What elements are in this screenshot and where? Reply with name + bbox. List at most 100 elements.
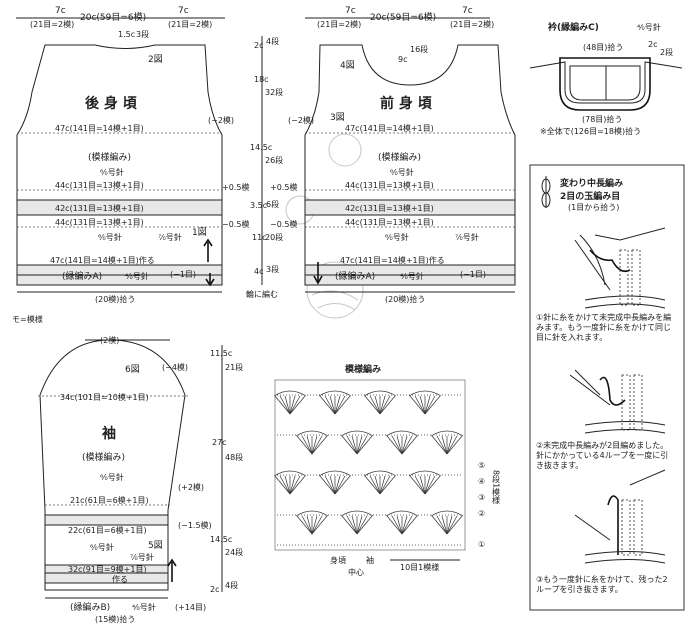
stitch-illustration-3 — [574, 469, 666, 564]
back-row-2: 44c(131目=13模+1目) — [55, 180, 144, 190]
dim-3-rows: 26段 — [265, 155, 283, 165]
stitch-instruction-panel: 変わり中長編み 2目の玉編み目 (1目から拾う) ①針に糸をかけて未完成中長編み… — [529, 164, 685, 611]
back-body: 7c (21目=2模) 20c(59目=6模) 7c (21目=2模) 1.5c… — [16, 6, 234, 304]
front-hook-2: ⁶⁄₀号針 — [385, 232, 409, 242]
fan-motif — [363, 470, 397, 495]
chart-row-1: ① — [478, 540, 485, 549]
sleeve: (2模) 6図 (−4模) 34c(101目=10模+1目) 袖 (模様編み) … — [38, 335, 243, 624]
dim-1-rows: 4段 — [266, 36, 279, 46]
sleeve-title: 袖 — [102, 425, 116, 442]
collar-hook: ⁴⁄₀号針 — [637, 22, 661, 32]
back-row-1: 47c(141目=14模+1目) — [55, 123, 144, 133]
dim-2: 18c — [254, 75, 269, 84]
stitch-title-2: 2目の玉編み目 — [560, 190, 620, 202]
back-row-4: 44c(131目=13模+1目) — [55, 217, 144, 227]
dim-1: 2c — [254, 41, 264, 50]
fan-motif — [273, 470, 307, 495]
sleeve-row-1: 34c(101目=10模+1目) — [60, 392, 149, 402]
front-row-3: 42c(131目=13模+1目) — [345, 203, 434, 213]
back-minus-one: (−1目) — [170, 270, 196, 279]
back-edge: (縁編みA) — [62, 270, 102, 282]
front-title: 前 身 頃 — [380, 95, 433, 112]
back-title: 後 身 頃 — [85, 95, 138, 112]
sleeve-row-2: 21c(61目=6模+1目) — [70, 495, 149, 505]
collar-diagram: 衿(縁編みC) ⁴⁄₀号針 (48目)拾う 2c 2段 (78目)拾う ※全体で… — [529, 21, 683, 136]
back-pattern: (模様編み) — [88, 151, 131, 163]
front-pickup: (20模)拾う — [385, 294, 425, 304]
legend-note: モ=模様 — [12, 314, 43, 324]
loop-icon — [541, 176, 551, 208]
back-top-left-width: 7c — [55, 6, 66, 16]
sleeve-hook-3: ⁷⁄₀号針 — [130, 552, 154, 562]
collar-side-rows: 2段 — [660, 47, 673, 57]
front-neck: 9c — [398, 55, 408, 64]
sleeve-dim-2-rows: 48段 — [225, 452, 243, 462]
sleeve-hook-2: ⁶⁄₀号針 — [90, 542, 114, 552]
chart-row-5: ⑤ — [478, 461, 485, 470]
sleeve-fig5: 5図 — [148, 540, 163, 551]
dim-3: 14.5c — [250, 143, 272, 152]
fan-motif — [273, 390, 307, 415]
stitch-step-1: ①針に糸をかけて未完成中長編みを編みます。もう一度針に糸をかけて同じ目に針を入れ… — [536, 312, 671, 342]
sleeve-cap-dec: (−4模) — [162, 362, 188, 372]
front-pattern: (模様編み) — [378, 151, 421, 163]
back-hook-2: ⁶⁄₀号針 — [98, 232, 122, 242]
front-neck-rows: 16段 — [410, 44, 428, 54]
back-pickup: (20模)拾う — [95, 294, 135, 304]
stitch-chart: 模様編み ⑤ ④ ③ ② ① 8段1模様 身頃 袖 中心 10目1模様 — [273, 363, 501, 577]
back-hook-3: ⁷⁄₀号針 — [158, 232, 182, 242]
sleeve-plus14: (+14目) — [175, 603, 206, 612]
stitch-sub: (1目から拾う) — [568, 202, 619, 212]
dim-5-rows: 20段 — [265, 232, 283, 242]
front-edge: (縁編みA) — [335, 270, 375, 282]
sleeve-dim-4-rows: 4段 — [225, 580, 238, 590]
dim-2-rows: 32段 — [265, 87, 283, 97]
front-row-2: 44c(131目=13模+1目) — [345, 180, 434, 190]
fan-motif — [318, 470, 352, 495]
fan-motif — [363, 390, 397, 415]
front-fig3: 3図 — [330, 112, 345, 123]
collar-total: ※全体で(126目=18模)拾う — [540, 126, 641, 136]
front-fig4: 4図 — [340, 60, 355, 71]
back-neck-drop: 1.5c — [118, 30, 135, 39]
sleeve-plus2: (+2模) — [178, 482, 204, 492]
back-fig1: 1図 — [192, 227, 207, 238]
front-row-1: 47c(141目=14模+1目) — [345, 123, 434, 133]
dim-5: 11c — [252, 233, 267, 242]
sleeve-pattern: (模様編み) — [82, 451, 125, 463]
sleeve-dim-1-rows: 21段 — [225, 362, 243, 372]
back-row-5: 47c(141目=14模+1目)作る — [50, 255, 155, 265]
ring-note: 輪に編む — [246, 289, 278, 299]
yarn-ball-icon — [285, 133, 364, 319]
front-hook-1: ⁶⁄₀号針 — [390, 167, 414, 177]
sleeve-dim-3-rows: 24段 — [225, 547, 243, 557]
back-top-left-sub: (21目=2模) — [30, 19, 74, 29]
minus-half-right: −0.5模 — [270, 219, 297, 229]
chart-row-3: ③ — [478, 493, 485, 502]
stitch-step-2: ②未完成中長編みが2目編めました。針にかかっている4ループを一度に引き抜きます。 — [536, 440, 668, 470]
chart-sleeve: 袖 — [366, 555, 374, 565]
collar-top: (48目)拾う — [583, 42, 623, 52]
front-minus-two: (−2模) — [288, 115, 314, 125]
back-minus-two: (−2模) — [208, 115, 234, 125]
front-body: 7c (21目=2模) 20c(59目=6模) 7c (21目=2模) 4図 3… — [288, 6, 516, 304]
chart-repeat-v: 8段1模様 — [492, 470, 501, 504]
dim-4: 3.5c — [250, 201, 267, 210]
fan-motif — [408, 470, 442, 495]
fan-motif — [408, 390, 442, 415]
back-edge-hook: ⁴⁄₀号針 — [125, 271, 149, 281]
collar-side: 2c — [648, 40, 658, 49]
fan-motif — [385, 510, 419, 535]
chart-center: 中心 — [348, 567, 364, 577]
sleeve-dim-3: 14.5c — [210, 535, 232, 544]
sleeve-row-4: 32c(91目=9模+1目) — [68, 564, 147, 574]
front-row-4: 44c(131目=13模+1目) — [345, 217, 434, 227]
front-hook-3: ⁷⁄₀号針 — [455, 232, 479, 242]
chart-row-4: ④ — [478, 477, 485, 486]
front-top-center: 20c(59目=6模) — [370, 12, 436, 23]
back-fig-number: 2図 — [148, 54, 163, 65]
stitch-illustration-1 — [574, 227, 666, 309]
front-row-5: 47c(141目=14模+1目)作る — [340, 255, 445, 265]
